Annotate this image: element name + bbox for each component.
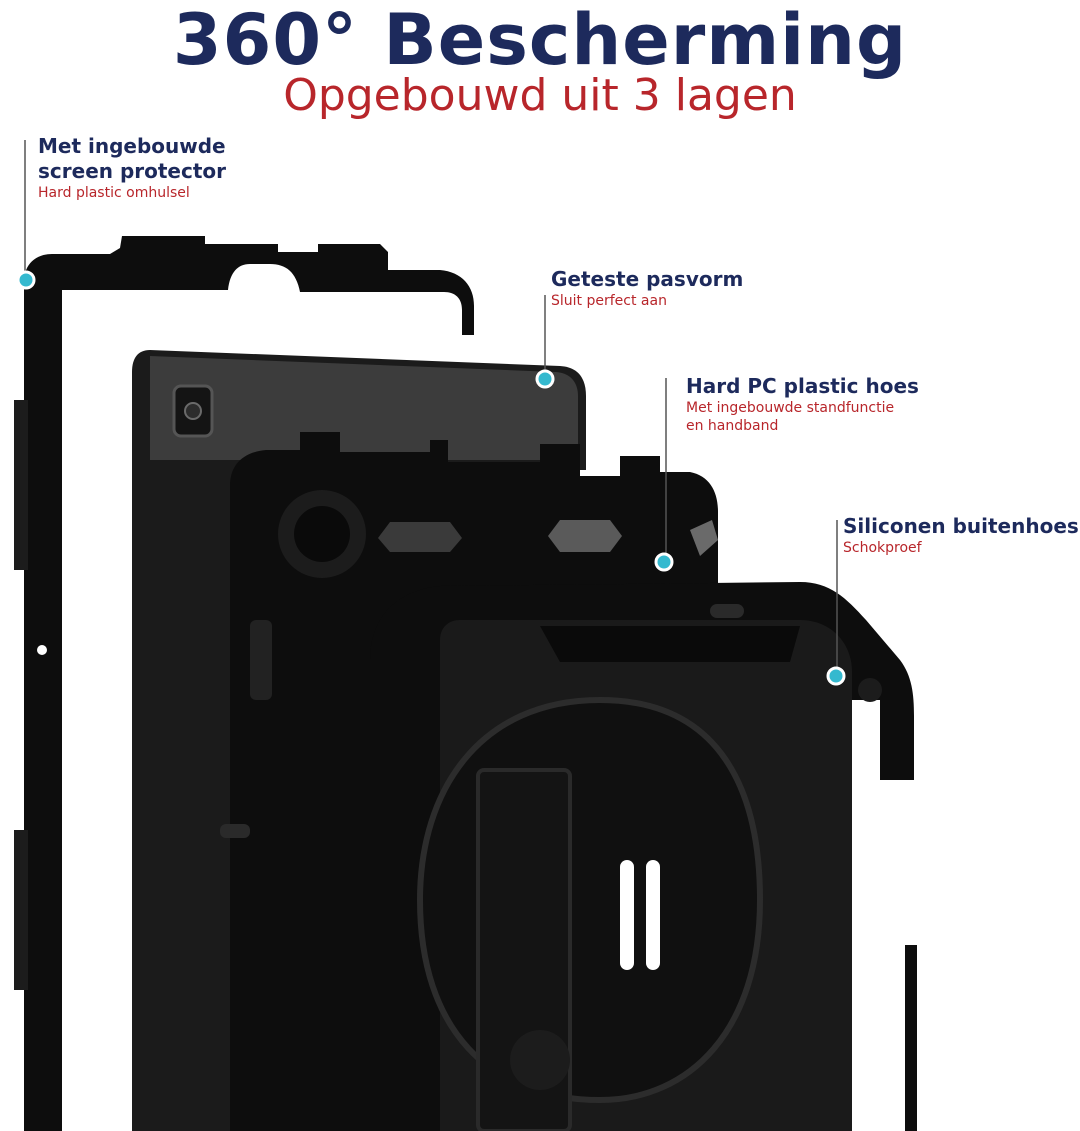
marker-dot bbox=[826, 666, 846, 686]
marker-dot bbox=[535, 369, 555, 389]
callout-detail: Sluit perfect aan bbox=[551, 293, 667, 309]
callout-tested-fit: Geteste pasvorm Sluit perfect aan bbox=[551, 267, 743, 310]
callout-title: Siliconen buitenhoes bbox=[843, 514, 1079, 538]
screen-protector-frame bbox=[14, 236, 474, 1131]
silicone-outer-case bbox=[370, 582, 917, 1131]
callout-title: Hard PC plastic hoes bbox=[686, 374, 919, 398]
callout-hard-pc-case: Hard PC plastic hoes Met ingebouwde stan… bbox=[686, 374, 919, 435]
callout-title: screen protector bbox=[38, 159, 227, 183]
callout-detail: en handband bbox=[686, 418, 779, 434]
callout-title: Geteste pasvorm bbox=[551, 267, 744, 291]
page-subtitle: Opgebouwd uit 3 lagen bbox=[283, 70, 797, 121]
marker-dot bbox=[16, 270, 36, 290]
callout-detail: Schokproef bbox=[843, 540, 922, 556]
callout-detail: Met ingebouwde standfunctie bbox=[686, 400, 895, 416]
page-title: 360° Bescherming bbox=[172, 0, 908, 81]
callout-screen-protector: Met ingebouwde screen protector Hard pla… bbox=[38, 134, 226, 202]
callout-detail: Hard plastic omhulsel bbox=[38, 185, 190, 201]
tablet bbox=[132, 350, 586, 1131]
callout-title: Met ingebouwde bbox=[38, 134, 226, 158]
callout-pointers bbox=[24, 140, 838, 668]
callout-silicone-case: Siliconen buitenhoes Schokproef bbox=[843, 514, 1079, 557]
marker-dot bbox=[654, 552, 674, 572]
